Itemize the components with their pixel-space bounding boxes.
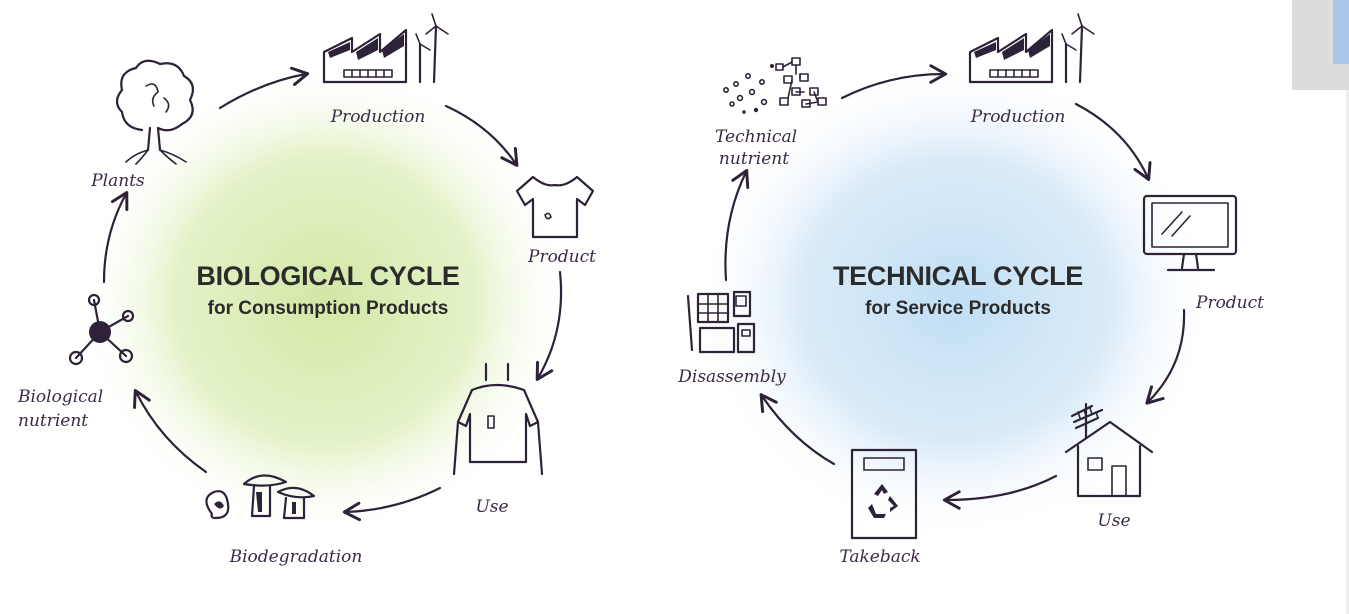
particles-icon [723, 57, 827, 114]
technical-cycle: TECHNICAL CYCLE for Service Products Pro… [677, 13, 1264, 567]
tree-icon [115, 59, 195, 165]
tshirt-icon [515, 175, 595, 239]
bio-stage-biodegradation: Biodegradation [229, 547, 363, 567]
tech-arrow-product-to-use [1145, 308, 1186, 405]
bio-arrow-biodegradation-to-nutrient [133, 389, 208, 474]
house-with-antenna-icon [1064, 402, 1154, 498]
tech-subtitle: for Service Products [865, 298, 1051, 319]
component-parts-icon [686, 290, 756, 354]
person-wearing-shirt-icon [452, 362, 544, 476]
bio-stage-use: Use [475, 497, 508, 517]
tech-title: TECHNICAL CYCLE [833, 261, 1083, 291]
monitor-icon [1142, 194, 1238, 272]
bio-stage-production: Production [330, 107, 426, 127]
bio-title: BIOLOGICAL CYCLE [196, 261, 459, 291]
bio-arrow-production-to-product [444, 104, 519, 167]
bio-stage-product: Product [527, 247, 596, 267]
tech-arrow-use-to-takeback [942, 474, 1058, 510]
bio-arrow-plants-to-production [218, 66, 310, 110]
bio-subtitle: for Consumption Products [208, 298, 449, 319]
mushrooms-and-worm-icon [205, 474, 316, 520]
recycling-bin-icon [850, 448, 918, 540]
tech-stage-product: Product [1195, 293, 1264, 313]
bio-glow [75, 60, 575, 540]
tech-stage-use: Use [1097, 511, 1130, 531]
bio-stage-nutrient-1: Biological [17, 387, 103, 407]
tech-stage-production: Production [970, 107, 1066, 127]
tech-arrow-disassembly-to-nutrient [724, 169, 750, 282]
tech-arrow-nutrient-to-production [840, 64, 948, 100]
bio-arrow-use-to-biodegradation [342, 486, 442, 522]
factory-icon [968, 13, 1095, 84]
tech-arrow-production-to-product [1074, 102, 1152, 181]
corner-accent [1333, 0, 1349, 64]
tech-stage-nutrient-2: nutrient [719, 149, 789, 169]
bio-arrow-nutrient-to-plants [102, 191, 129, 284]
bio-stage-plants: Plants [90, 171, 145, 191]
biological-cycle: BIOLOGICAL CYCLE for Consumption Product… [17, 13, 596, 567]
side-edge [1346, 90, 1349, 614]
tech-stage-nutrient-1: Technical [715, 127, 797, 147]
tech-arrow-takeback-to-disassembly [759, 393, 836, 466]
molecule-icon [68, 293, 135, 366]
bio-stage-nutrient-2: nutrient [18, 411, 88, 431]
factory-icon [322, 13, 449, 84]
bio-arrow-product-to-use [535, 270, 563, 381]
tech-stage-takeback: Takeback [839, 547, 920, 567]
tech-stage-disassembly: Disassembly [677, 367, 786, 387]
